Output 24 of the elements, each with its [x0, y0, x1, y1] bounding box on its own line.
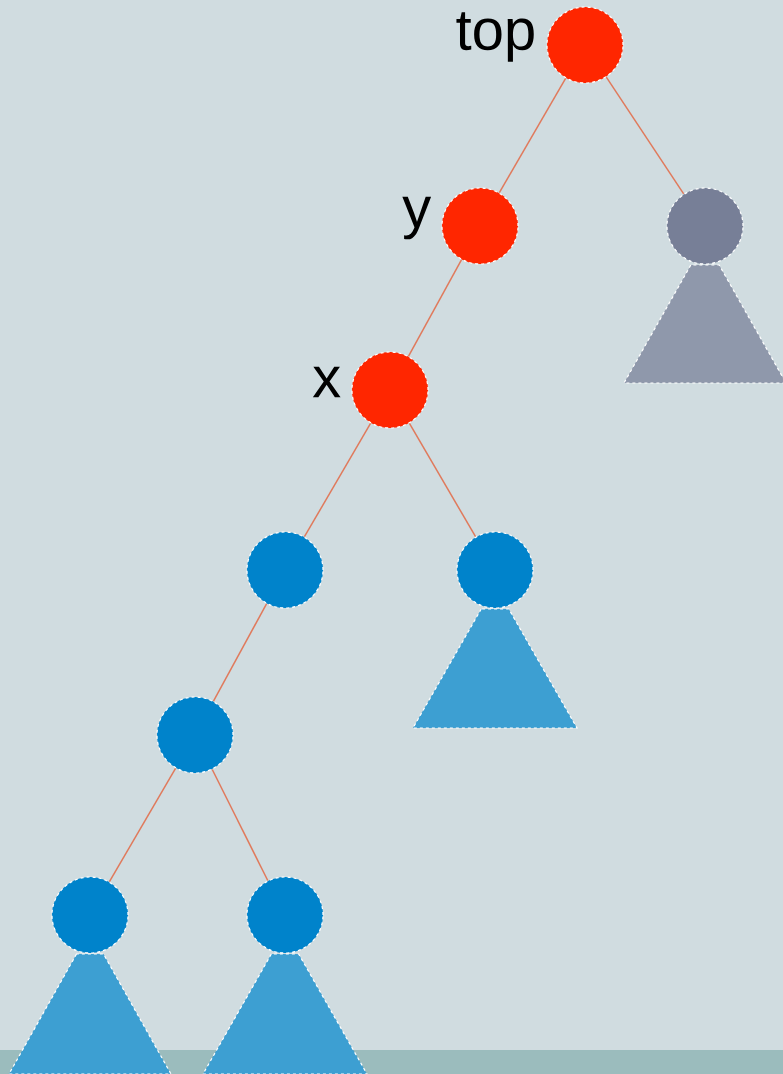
- tree-edge: [211, 768, 269, 882]
- tree-edge: [108, 767, 177, 883]
- tree-edge: [605, 76, 685, 195]
- tree-node: [351, 351, 429, 429]
- node-label: top: [456, 12, 534, 62]
- subtree-triangle: [201, 953, 369, 1074]
- subtree-triangle: [7, 953, 173, 1074]
- tree-edge: [303, 422, 372, 538]
- subtree-triangle: [411, 608, 579, 729]
- tree-node: [456, 531, 534, 609]
- tree-node: [51, 876, 129, 954]
- tree-edge: [408, 422, 477, 538]
- tree-edge: [212, 603, 268, 702]
- node-label: x: [312, 366, 341, 398]
- tree-node: [246, 531, 324, 609]
- tree-node: [666, 187, 744, 265]
- tree-node: [546, 6, 624, 84]
- tree-node: [246, 876, 324, 954]
- tree-edge: [407, 259, 463, 357]
- node-label: y: [402, 196, 432, 240]
- tree-node: [441, 187, 519, 265]
- tree-edge: [498, 77, 567, 194]
- subtree-triangle: [622, 264, 783, 384]
- tree-node: [156, 696, 234, 774]
